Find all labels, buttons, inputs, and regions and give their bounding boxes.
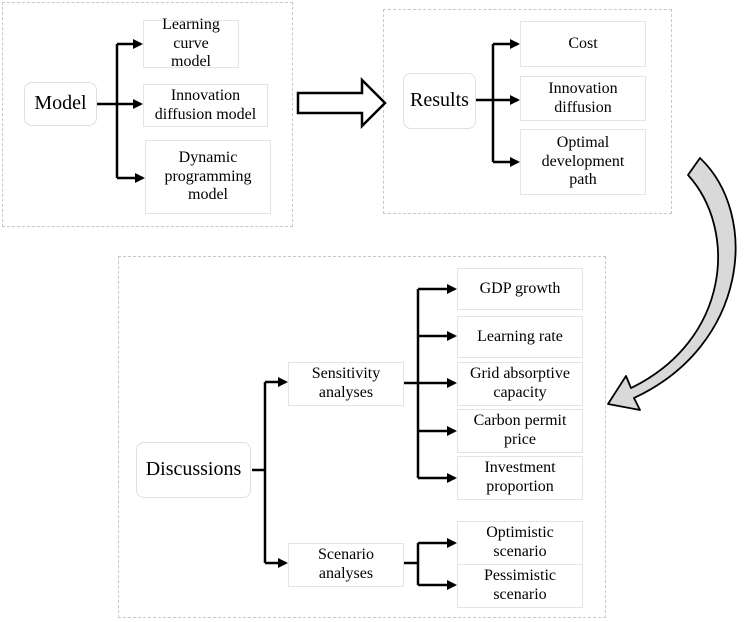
investment-proportion-node: Investment proportion xyxy=(457,456,583,500)
discussions-node: Discussions xyxy=(136,442,251,498)
results-node: Results xyxy=(403,73,476,129)
learning-rate-node: Learning rate xyxy=(457,316,583,358)
results-panel xyxy=(383,9,672,214)
sensitivity-analyses-node: Sensitivity analyses xyxy=(288,362,404,406)
dynamic-programming-model-node: Dynamic programming model xyxy=(145,140,271,214)
learning-curve-model-node: Learning curve model xyxy=(143,16,239,70)
innovation-diffusion-model-node: Innovation diffusion model xyxy=(143,84,268,127)
gdp-growth-node: GDP growth xyxy=(457,268,583,310)
optimal-development-path-node: Optimal development path xyxy=(520,129,646,195)
block-arrow-right xyxy=(296,76,387,130)
model-panel xyxy=(2,2,293,227)
cost-node: Cost xyxy=(520,21,646,67)
carbon-permit-price-node: Carbon permit price xyxy=(457,409,583,453)
optimistic-scenario-node: Optimistic scenario xyxy=(457,521,583,565)
model-node: Model xyxy=(24,82,97,126)
discussions-panel xyxy=(118,256,606,618)
innovation-diffusion-node: Innovation diffusion xyxy=(520,76,646,121)
scenario-analyses-node: Scenario analyses xyxy=(288,543,404,587)
curved-arrow xyxy=(607,157,737,411)
grid-absorptive-capacity-node: Grid absorptive capacity xyxy=(457,362,583,406)
pessimistic-scenario-node: Pessimistic scenario xyxy=(457,564,583,608)
